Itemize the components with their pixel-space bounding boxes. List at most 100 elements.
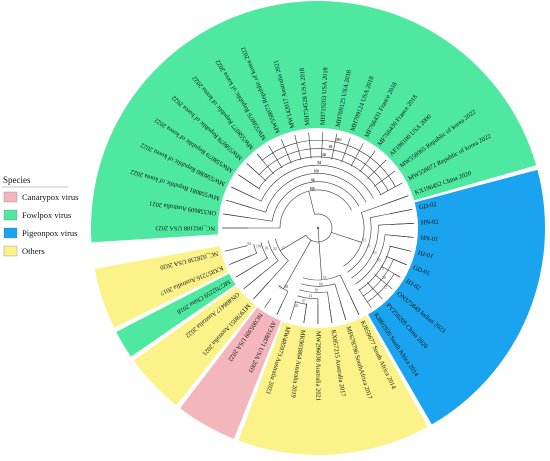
- branch-radial: [253, 281, 270, 300]
- bootstrap-value: 86: [336, 138, 340, 142]
- bootstrap-value: 73: [380, 267, 384, 271]
- branch-arc: [299, 289, 328, 293]
- ring-segment-other: [133, 286, 256, 406]
- branch-radial: [331, 232, 362, 243]
- bootstrap-value: 97: [302, 299, 306, 303]
- branch-arc: [260, 164, 374, 202]
- branch-radial: [367, 282, 383, 300]
- taxon-label: HN-02: [421, 219, 439, 227]
- branch-radial: [321, 132, 324, 159]
- branch-radial: [390, 209, 413, 214]
- bootstrap-value: 45: [295, 304, 299, 308]
- bootstrap-value: 100: [314, 170, 320, 174]
- bootstrap-value: 100: [256, 245, 262, 249]
- branch-radial: [289, 300, 297, 320]
- bootstrap-value: 88: [284, 285, 288, 289]
- ring-segment-pigeon: [368, 169, 545, 425]
- bootstrap-value: 100: [314, 170, 320, 174]
- legend-swatch-pigeonpox: [3, 227, 18, 239]
- bootstrap-value: 12: [383, 285, 387, 289]
- taxon-label: MH719203 USA 2018: [320, 67, 330, 125]
- legend-swatch-canarypox: [3, 191, 18, 203]
- bootstrap-value: 19: [329, 145, 333, 149]
- branch-radial: [243, 273, 263, 290]
- branch-radial: [303, 303, 308, 323]
- bootstrap-labels: 1009810052304310015910507330125566191297…: [247, 138, 387, 308]
- ring-segment-fowl: [91, 1, 537, 243]
- branch-radial: [231, 186, 255, 199]
- branch-radial: [268, 145, 283, 169]
- legend-title: Species: [3, 175, 31, 185]
- branch-radial: [391, 223, 414, 225]
- branch-arc: [359, 246, 391, 291]
- branch-arc: [300, 283, 335, 287]
- bootstrap-value: 94: [317, 161, 321, 165]
- bootstrap-value: 50: [310, 187, 314, 191]
- bootstrap-value: 52: [317, 161, 321, 165]
- branch-radial: [246, 163, 267, 182]
- branch-radial: [280, 234, 307, 251]
- branch-radial: [229, 255, 252, 265]
- branch-radial: [367, 159, 387, 179]
- ring-segment-fowl: [116, 273, 236, 357]
- bootstrap-value: 62: [323, 153, 327, 157]
- branch-radial: [222, 213, 249, 219]
- bootstrap-value: 12: [309, 294, 313, 298]
- branch-arc: [347, 217, 372, 273]
- bootstrap-value: 55: [323, 276, 327, 280]
- legend-swatch-fowlpox: [3, 209, 18, 221]
- taxon-label: HN-01: [420, 235, 438, 244]
- bootstrap-value: 66: [319, 282, 323, 286]
- branch-radial: [317, 227, 320, 242]
- branch-arc: [367, 273, 395, 303]
- branch-radial: [341, 137, 351, 163]
- branch-radial: [391, 234, 414, 238]
- branch-radial: [385, 255, 407, 266]
- branch-radial: [256, 153, 274, 175]
- bootstrap-value: 73: [278, 285, 282, 289]
- bootstrap-value: 50: [377, 259, 381, 263]
- bootstrap-value: 92: [247, 242, 251, 246]
- bootstrap-value: 9: [368, 244, 370, 248]
- branch-arc: [278, 285, 289, 292]
- branch-radial: [238, 174, 261, 190]
- tree-root: [317, 227, 319, 229]
- legend-label-canarypox: Canarypox virus: [22, 192, 78, 202]
- ring-segment-other: [238, 315, 428, 455]
- branch-radial: [380, 265, 401, 278]
- branch-radial: [331, 133, 338, 160]
- bootstrap-value: 10: [265, 246, 269, 250]
- branch-radial: [389, 245, 412, 252]
- species-legend: Species Canarypox virus Fowlpox virus Pi…: [2, 175, 78, 257]
- branch-radial: [308, 191, 315, 215]
- bootstrap-value: 10: [373, 251, 377, 255]
- branch-radial: [276, 304, 283, 315]
- ring-segment-other: [94, 246, 229, 328]
- legend-label-pigeonpox: Pigeonpox virus: [22, 228, 78, 238]
- bootstrap-value: 98: [311, 178, 315, 182]
- branch-arc: [297, 295, 318, 300]
- tree-branches: [222, 132, 414, 325]
- branch-arc: [265, 173, 367, 213]
- branch-radial: [328, 303, 333, 324]
- legend-swatch-others: [3, 245, 18, 257]
- bootstrap-value: 61: [311, 178, 315, 182]
- taxon-label: MW296038 Australia 2021: [314, 331, 321, 401]
- bootstrap-value: 43: [329, 145, 333, 149]
- bootstrap-value: 32: [273, 247, 277, 251]
- branch-radial: [226, 199, 252, 208]
- branch-radial: [264, 297, 272, 308]
- species-color-ring: [91, 1, 545, 455]
- branch-radial: [350, 143, 364, 167]
- branch-arc: [305, 213, 333, 243]
- branch-arc: [355, 234, 386, 285]
- branch-radial: [373, 170, 396, 187]
- taxon-label: NC_002188 USA 2023: [155, 225, 215, 232]
- bootstrap-value: 15: [363, 238, 367, 242]
- branch-radial: [281, 139, 292, 164]
- bootstrap-value: 100: [310, 187, 316, 191]
- bootstrap-value: 17: [281, 247, 285, 251]
- branch-radial: [379, 182, 403, 196]
- branch-radial: [359, 150, 376, 173]
